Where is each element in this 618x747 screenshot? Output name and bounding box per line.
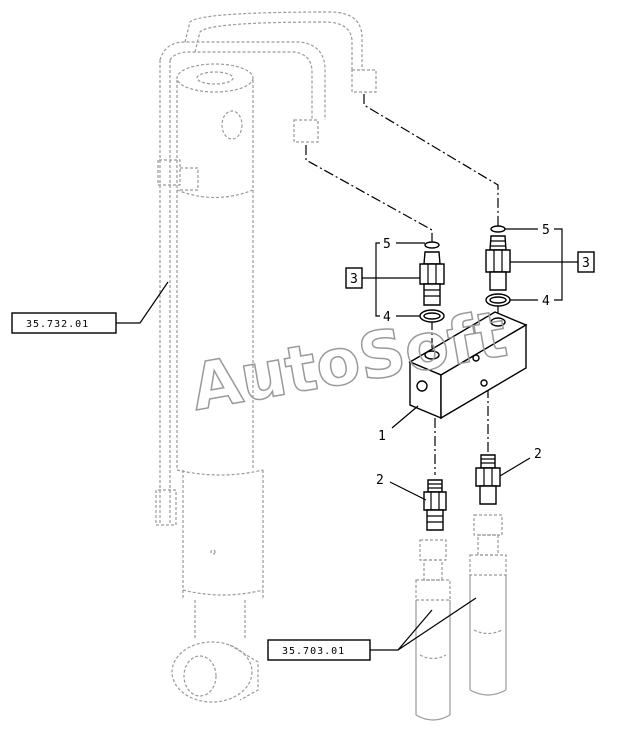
ref-box-3-left: 3	[345, 267, 363, 289]
adapter-lower-left	[423, 479, 447, 531]
o-ring-upper-left	[424, 241, 440, 249]
ref-box-hose: 35.703.01	[267, 639, 371, 661]
label-5-right: 5	[542, 223, 550, 238]
label-2-left: 2	[376, 473, 384, 488]
o-ring-lower-right	[485, 293, 511, 307]
ghost-hose-left	[415, 539, 451, 721]
label-1: 1	[378, 429, 386, 444]
leader-lines	[116, 228, 578, 651]
svg-text:35.703.01: 35.703.01	[282, 646, 345, 657]
label-2-right: 2	[534, 447, 542, 462]
o-ring-upper-right	[490, 225, 506, 233]
ghost-hose-right	[469, 514, 507, 696]
label-4-left: 4	[383, 310, 391, 325]
ref-box-cylinder: 35.732.01	[11, 312, 117, 334]
ref-box-3-right: 3	[577, 251, 595, 273]
svg-text:35.732.01: 35.732.01	[26, 319, 89, 330]
adapter-upper-right	[485, 235, 511, 291]
watermark: AutoSoft	[186, 298, 512, 426]
svg-text:3: 3	[582, 256, 590, 271]
center-lines	[305, 94, 499, 475]
svg-text:3: 3	[350, 272, 358, 287]
label-4-right: 4	[542, 294, 550, 309]
label-5-left: 5	[383, 237, 391, 252]
valve-block	[408, 311, 528, 420]
adapter-lower-right	[475, 454, 501, 505]
ghost-cylinder	[155, 11, 377, 703]
adapter-upper-left	[419, 251, 445, 306]
